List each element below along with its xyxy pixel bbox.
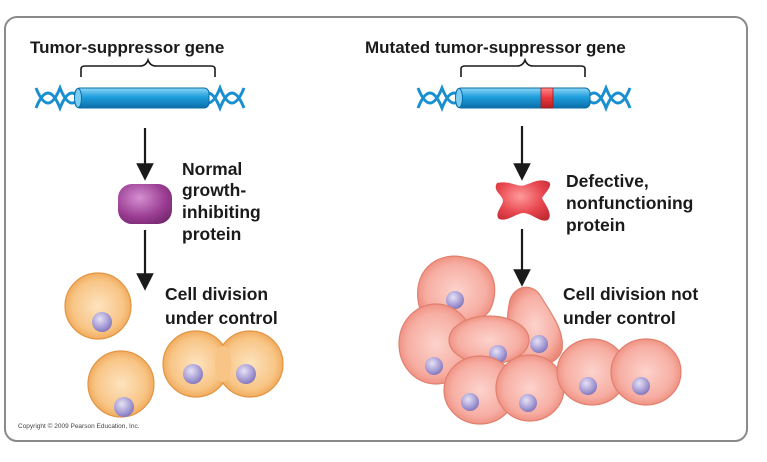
normal-cells — [64, 272, 284, 418]
right-dna — [416, 83, 632, 113]
right-cell-label: Cell division not under control — [563, 284, 698, 328]
right-panel-title: Mutated tumor-suppressor gene — [365, 38, 626, 57]
normal-protein-icon — [118, 184, 172, 224]
left-protein-label-line-1: Normal — [182, 159, 242, 179]
mutation-marker — [540, 87, 554, 109]
right-gene-cylinder — [455, 87, 591, 109]
abnormal-dividing-cell — [556, 338, 682, 406]
right-protein-label-line-2: nonfunctioning — [566, 193, 693, 213]
normal-cell — [87, 350, 155, 418]
left-gene-cylinder — [74, 87, 210, 109]
right-protein-label: Defective, nonfunctioning protein — [566, 171, 693, 235]
right-cell-label-line-1: Cell division not — [563, 284, 698, 304]
left-gene-brace — [80, 57, 216, 77]
left-protein-label-line-4: protein — [182, 224, 241, 244]
left-panel-title: Tumor-suppressor gene — [30, 38, 224, 57]
left-cell-label-line-1: Cell division — [165, 284, 268, 304]
left-cell-label-line-2: under control — [165, 308, 278, 328]
left-dna — [34, 83, 246, 113]
left-protein-label-line-3: inhibiting — [182, 202, 261, 222]
defective-protein-icon — [495, 180, 551, 221]
left-cell-label: Cell division under control — [165, 284, 278, 328]
abnormal-cell — [398, 303, 474, 385]
left-protein-label-line-2: growth- — [182, 180, 246, 200]
right-cell-label-line-2: under control — [563, 308, 676, 328]
right-gene-brace — [460, 57, 586, 77]
copyright-notice: Copyright © 2009 Pearson Education, Inc. — [18, 422, 140, 430]
abnormal-dividing-cell — [443, 354, 565, 425]
normal-dividing-cell — [162, 330, 284, 398]
abnormal-cells — [398, 255, 682, 425]
left-protein-label: Normal growth- inhibiting protein — [182, 159, 261, 244]
right-protein-label-line-3: protein — [566, 215, 625, 235]
normal-cell — [64, 272, 132, 340]
right-protein-label-line-1: Defective, — [566, 171, 649, 191]
